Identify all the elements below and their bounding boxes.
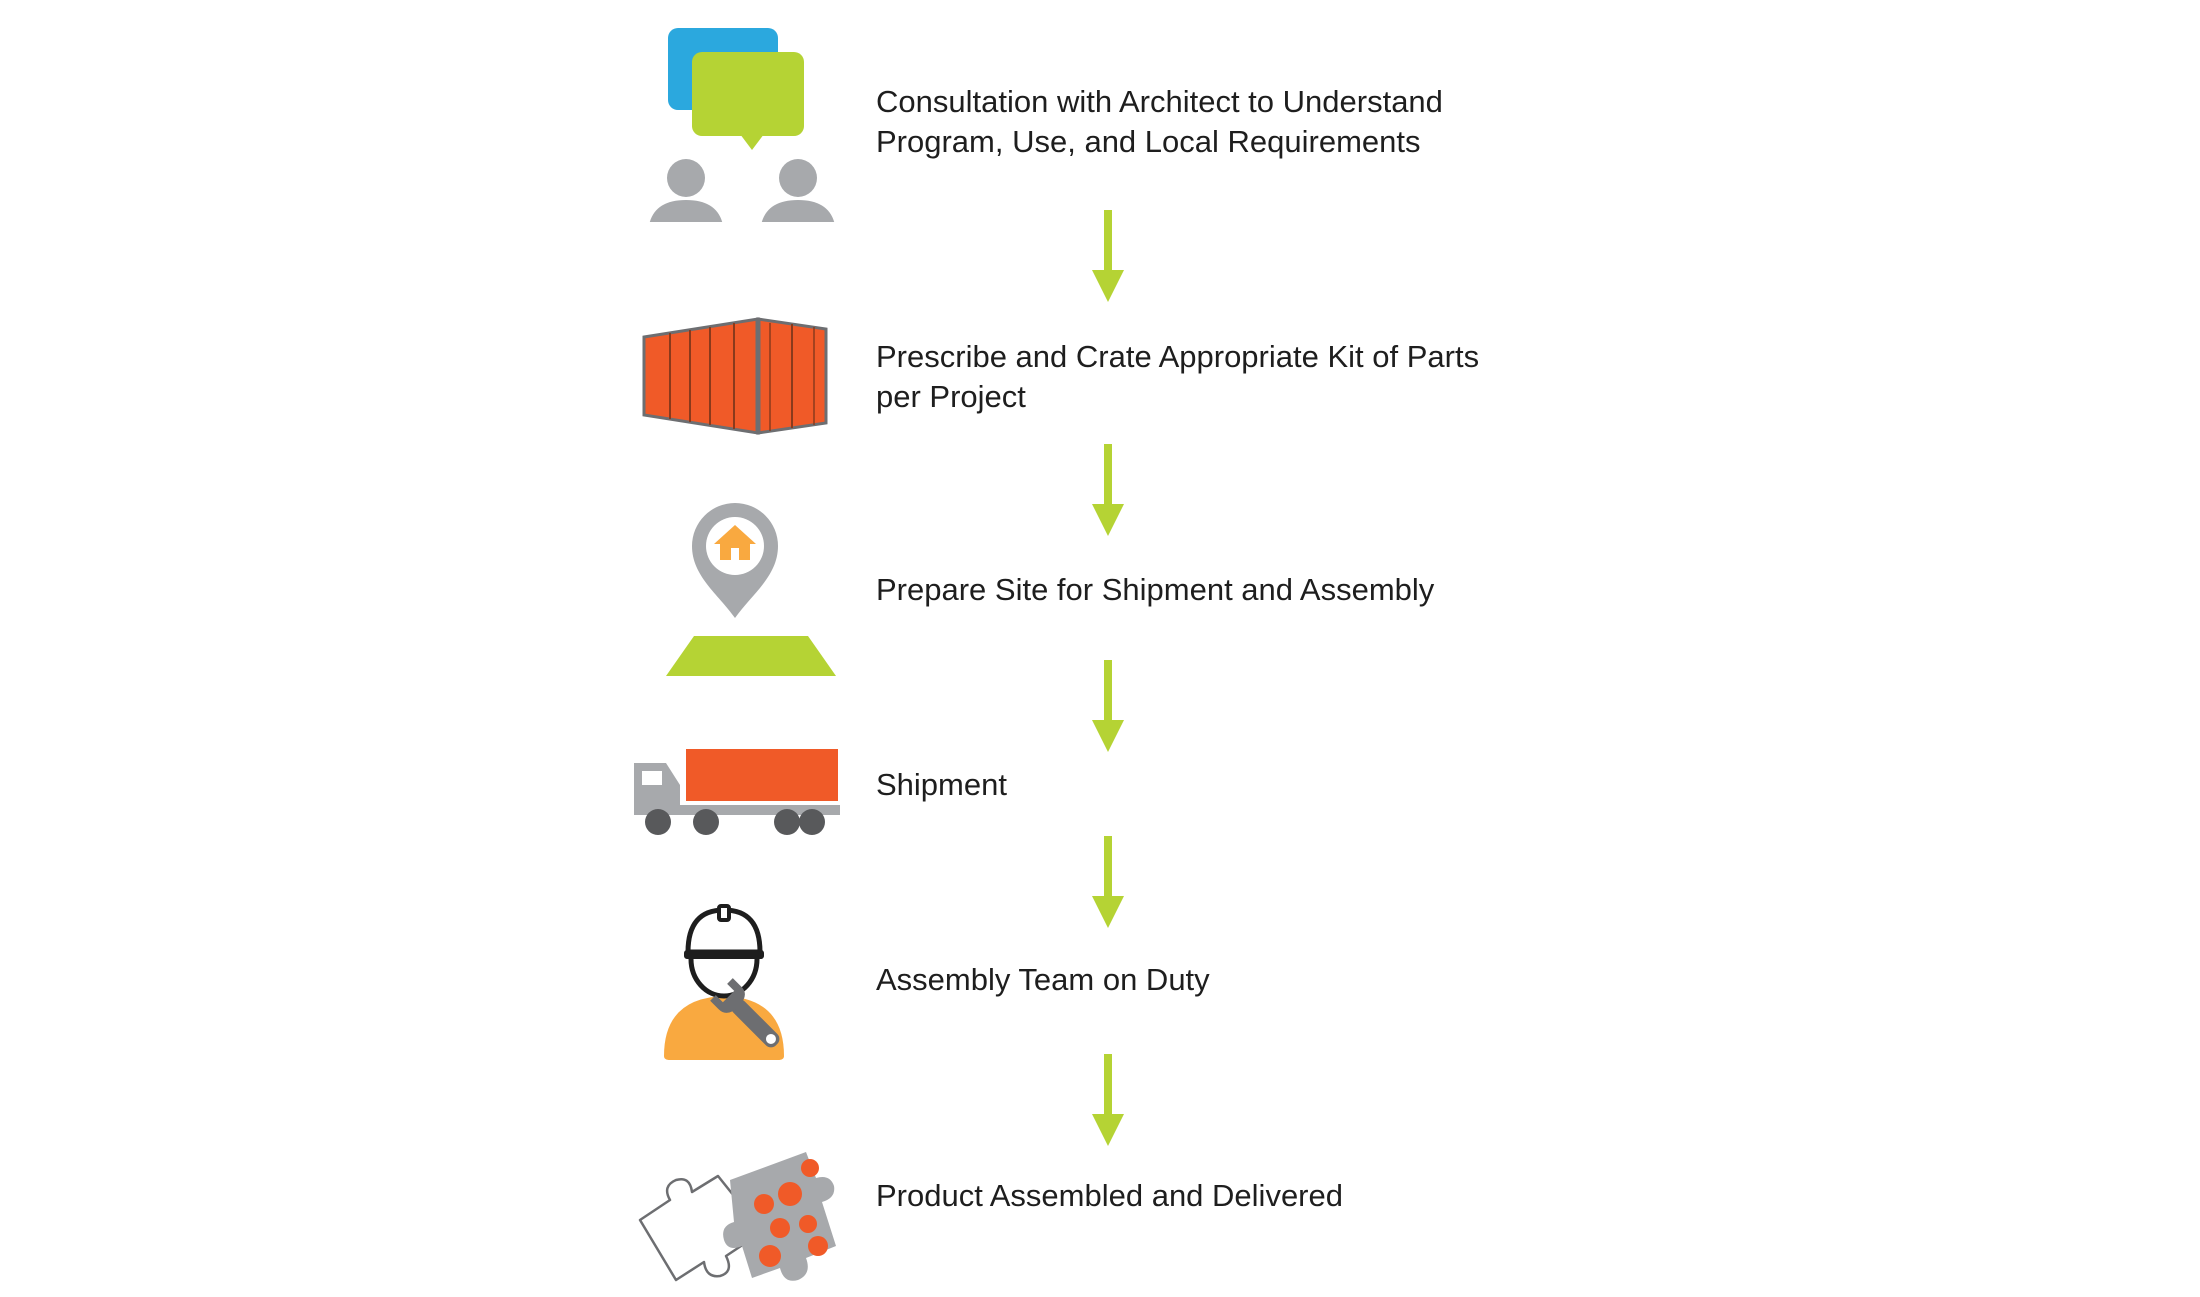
- shipping-container-icon: [630, 277, 850, 477]
- step-label: Prescribe and Crate Appropriate Kit of P…: [876, 277, 1596, 477]
- arrow-down-icon: [1088, 660, 1128, 756]
- process-step-delivered: Product Assembled and Delivered: [630, 1096, 1630, 1296]
- step-label: Assembly Team on Duty: [876, 880, 1596, 1080]
- step-label: Shipment: [876, 685, 1596, 885]
- truck-icon: [630, 685, 850, 885]
- step-text: Prescribe and Crate Appropriate Kit of P…: [876, 339, 1480, 414]
- process-step-prepare-site: Prepare Site for Shipment and Assembly: [630, 490, 1630, 690]
- process-step-assembly-team: Assembly Team on Duty: [630, 880, 1630, 1080]
- step-text: Assembly Team on Duty: [876, 962, 1210, 997]
- step-text: Consultation with Architect to Understan…: [876, 84, 1443, 159]
- step-label: Consultation with Architect to Understan…: [876, 22, 1596, 222]
- arrow-down-icon: [1088, 444, 1128, 540]
- arrow-down-icon: [1088, 836, 1128, 932]
- process-step-consultation: Consultation with Architect to Understan…: [630, 22, 1630, 222]
- step-label: Prepare Site for Shipment and Assembly: [876, 490, 1596, 690]
- worker-wrench-icon: [630, 880, 850, 1080]
- step-text: Prepare Site for Shipment and Assembly: [876, 572, 1435, 607]
- step-text: Shipment: [876, 767, 1007, 802]
- process-step-shipment: Shipment: [630, 685, 1630, 885]
- arrow-down-icon: [1088, 210, 1128, 306]
- puzzle-pieces-icon: [630, 1096, 850, 1296]
- arrow-down-icon: [1088, 1054, 1128, 1150]
- process-step-kit-of-parts: Prescribe and Crate Appropriate Kit of P…: [630, 277, 1630, 477]
- consultation-icon: [630, 22, 850, 222]
- step-label: Product Assembled and Delivered: [876, 1096, 1596, 1296]
- location-pin-house-icon: [630, 490, 850, 690]
- step-text: Product Assembled and Delivered: [876, 1178, 1343, 1213]
